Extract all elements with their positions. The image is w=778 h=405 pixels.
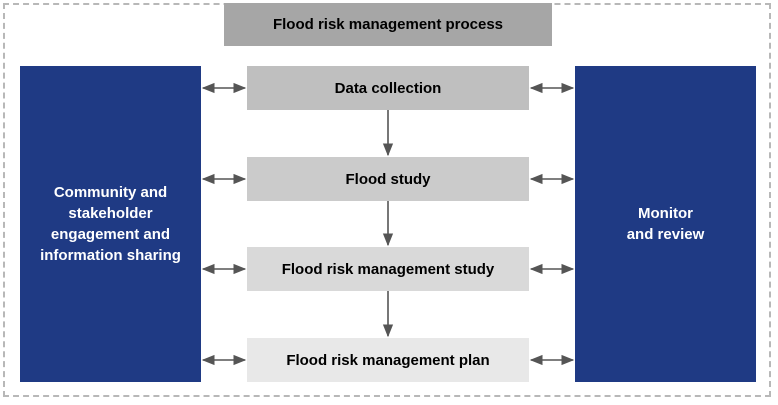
- process-title: Flood risk management process: [224, 3, 552, 46]
- community-engagement-panel: Community and stakeholder engagement and…: [20, 66, 201, 382]
- monitor-review-panel: Monitor and review: [575, 66, 756, 382]
- step-flood-risk-management-study: Flood risk management study: [247, 247, 529, 291]
- step-data-collection: Data collection: [247, 66, 529, 110]
- step-flood-risk-management-plan: Flood risk management plan: [247, 338, 529, 382]
- step-flood-study: Flood study: [247, 157, 529, 201]
